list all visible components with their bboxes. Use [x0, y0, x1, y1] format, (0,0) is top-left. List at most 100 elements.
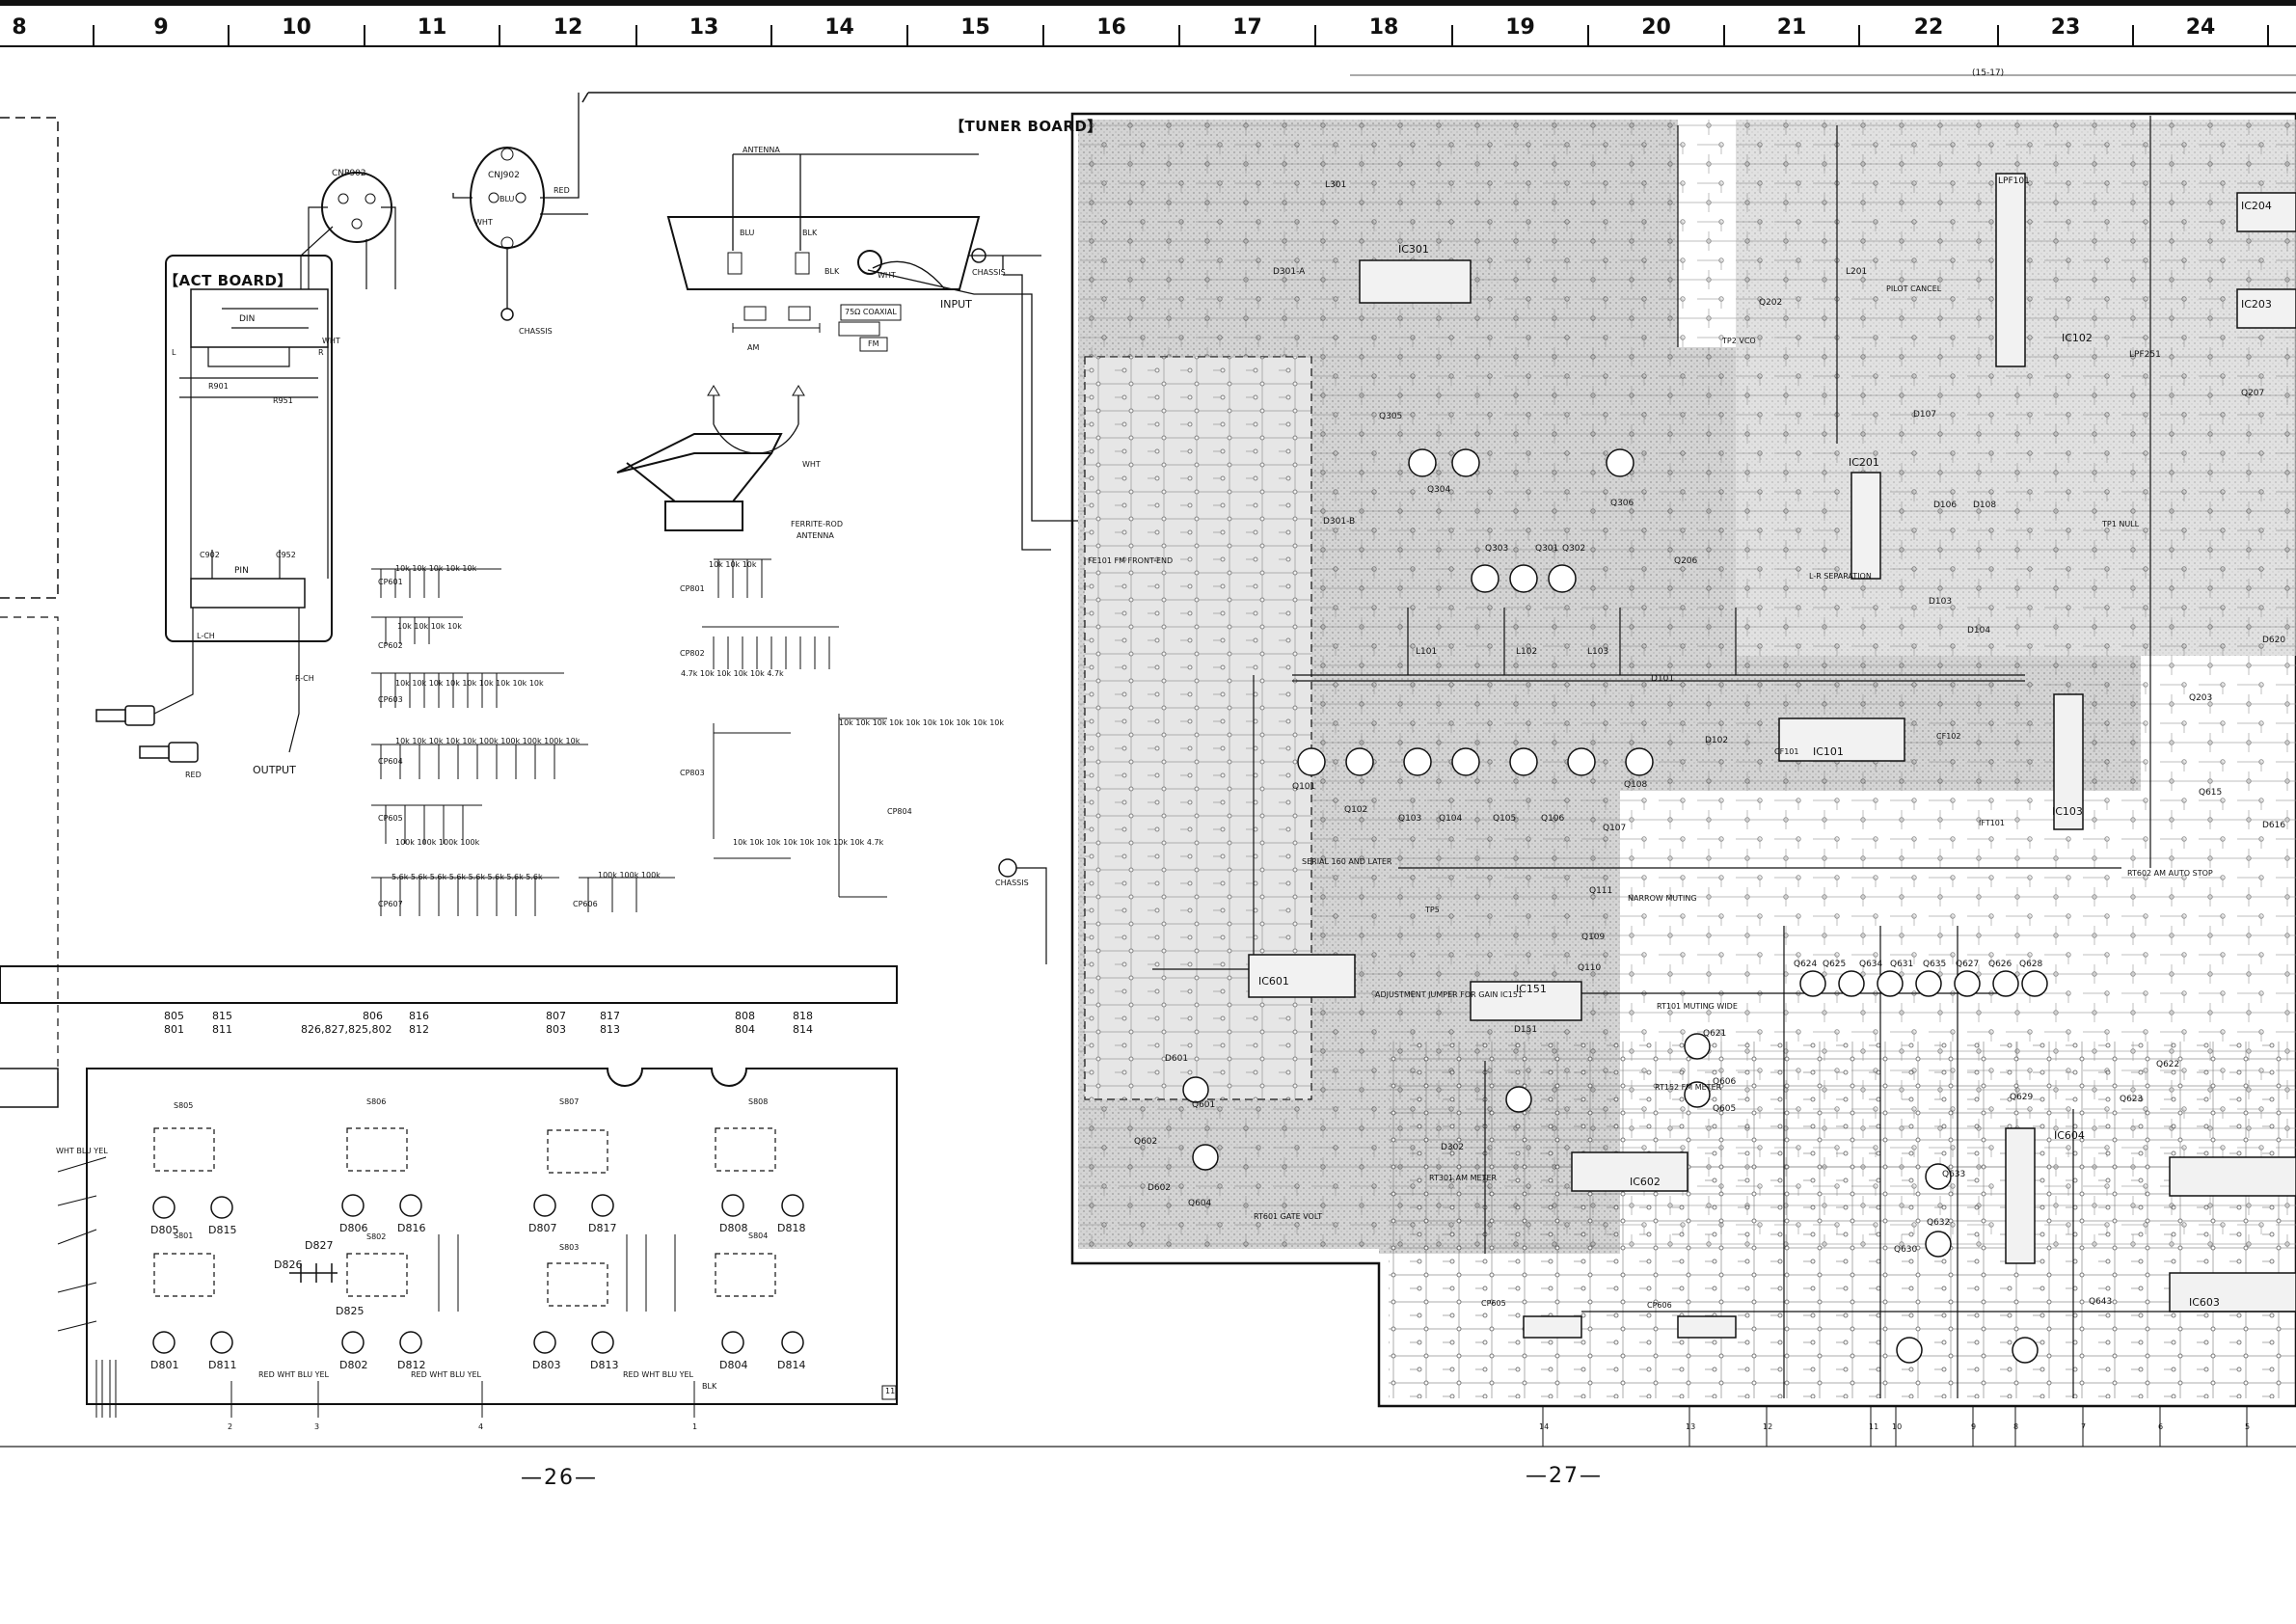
grid-col-10: 10	[282, 14, 311, 40]
grid-ruler: 8 9 10 11 12 13 14 15 16 17 18 19 20 21 …	[0, 0, 2296, 50]
act-pin-label: PIN	[234, 566, 249, 576]
sw-811: 811	[212, 1023, 232, 1036]
sw-808: 808	[735, 1010, 755, 1022]
antenna-blk2: BLK	[824, 267, 840, 276]
rt152-label: RT152 FM METER	[1655, 1083, 1722, 1092]
d825-label: D825	[336, 1305, 365, 1317]
cp804-values: 10k 10k 10k 10k 10k 10k 10k 10k 10k 10k	[839, 718, 1005, 727]
d108-label: D108	[1973, 501, 1997, 510]
l103-label: L103	[1587, 647, 1609, 657]
antenna-chassis: CHASSIS	[972, 268, 1006, 277]
adjustment-jumper-label: ADJUSTMENT JUMPER FOR GAIN IC151	[1375, 990, 1524, 999]
d620-label: D620	[2262, 636, 2286, 645]
page-number-right: —27—	[1526, 1464, 1603, 1488]
q110-label: Q110	[1578, 963, 1602, 973]
antenna-wht: WHT	[878, 271, 896, 280]
lpf101-label: LPF101	[1998, 176, 2030, 186]
ic101-label: IC101	[1813, 745, 1844, 758]
q108-label: Q108	[1624, 780, 1648, 790]
chassis-ground-label: CHASSIS	[995, 879, 1029, 887]
grid-col-22: 22	[1913, 14, 1944, 40]
sw-801: 801	[164, 1023, 184, 1036]
q102-label: Q102	[1344, 805, 1368, 815]
conn-6: 6	[2158, 1422, 2164, 1431]
d827-label: D827	[305, 1239, 334, 1252]
tuner-cp605-label: CP605	[1481, 1299, 1506, 1308]
s802-label: S802	[366, 1232, 387, 1241]
sw-812: 812	[409, 1023, 429, 1036]
led-wire-label-2: RED WHT BLU YEL	[258, 1370, 330, 1379]
grid-col-19: 19	[1505, 14, 1535, 40]
output-label: OUTPUT	[253, 764, 296, 776]
d801-label: D801	[150, 1359, 179, 1371]
conn-9: 9	[1971, 1422, 1977, 1431]
q635-label: Q635	[1923, 960, 1947, 969]
cp803-label: CP803	[680, 769, 705, 777]
ic602-label: IC602	[1630, 1176, 1661, 1188]
ic102-label: IC102	[2062, 332, 2093, 344]
grid-col-12: 12	[553, 14, 583, 40]
tuner-cp606-label: CP606	[1647, 1301, 1672, 1310]
q628-label: Q628	[2019, 960, 2043, 969]
rt101-label: RT101 MUTING WIDE	[1657, 1002, 1738, 1011]
q632-label: Q632	[1927, 1218, 1951, 1228]
d106-label: D106	[1933, 501, 1958, 510]
antenna-fm: FM	[868, 339, 879, 348]
tp5-label: TP5	[1425, 906, 1440, 914]
d812-label: D812	[397, 1359, 426, 1371]
serial-note-label: SERIAL 160 AND LATER	[1302, 857, 1392, 866]
cp804-label: CP804	[887, 807, 912, 816]
cp606-values: 100k 100k 100k	[598, 871, 661, 880]
q304-label: Q304	[1427, 485, 1451, 495]
grid-col-11: 11	[417, 14, 447, 40]
rt601-label: RT601 GATE VOLT	[1254, 1212, 1323, 1221]
grid-col-16: 16	[1096, 14, 1126, 40]
sw-806: 806	[363, 1010, 383, 1022]
led-wire-label-1: WHT BLU YEL	[56, 1147, 108, 1155]
ic603-label: IC603	[2189, 1296, 2220, 1309]
tuner-board-title: 【TUNER BOARD】	[950, 118, 1102, 135]
act-wht-label: WHT	[322, 337, 340, 345]
cp607-label: CP607	[378, 900, 403, 908]
c952-label: C952	[276, 551, 296, 559]
pilot-cancel-label: PILOT CANCEL	[1886, 284, 1942, 293]
grid-col-21: 21	[1776, 14, 1807, 40]
ic204-label: IC204	[2241, 200, 2272, 212]
sw-815: 815	[212, 1010, 232, 1022]
ferrite-label-2: ANTENNA	[797, 531, 834, 540]
cnj902-red: RED	[554, 186, 570, 195]
d804-label: D804	[719, 1359, 748, 1371]
act-r-label: R	[318, 348, 324, 357]
d806-label: D806	[339, 1222, 368, 1234]
d104-label: D104	[1967, 626, 1991, 636]
q634-label: Q634	[1859, 960, 1883, 969]
q604-label: Q604	[1188, 1199, 1212, 1208]
cp606-label: CP606	[573, 900, 598, 908]
cp605-values: 100k 100k 100k 100k	[395, 838, 480, 847]
grid-col-9: 9	[153, 14, 169, 40]
ift101-label: IFT101	[1979, 819, 2005, 827]
cnj902-wht: WHT	[474, 218, 493, 227]
cf102-label: CF102	[1936, 732, 1961, 741]
q630-label: Q630	[1894, 1245, 1918, 1255]
cp601-label: CP601	[378, 578, 403, 586]
sw-817: 817	[600, 1010, 620, 1022]
d302-label: D302	[1441, 1143, 1465, 1152]
cnj902-blu: BLU	[500, 195, 515, 203]
act-din-label: DIN	[239, 314, 256, 324]
cp801-values: 10k 10k 10k	[709, 560, 757, 569]
grid-col-18: 18	[1368, 14, 1399, 40]
lpf251-label: LPF251	[2129, 350, 2161, 360]
grid-col-14: 14	[824, 14, 854, 40]
d616-label: D616	[2262, 821, 2286, 830]
q101-label: Q101	[1292, 782, 1316, 792]
page-number-left: —26—	[521, 1466, 598, 1490]
cp603-label: CP603	[378, 695, 403, 704]
s805-label: S805	[174, 1101, 194, 1110]
grid-col-17: 17	[1232, 14, 1262, 40]
led-board-ref: 11	[885, 1387, 896, 1395]
s804-label: S804	[748, 1232, 769, 1240]
grid-col-13: 13	[689, 14, 719, 40]
ic601-label: IC601	[1258, 975, 1289, 988]
